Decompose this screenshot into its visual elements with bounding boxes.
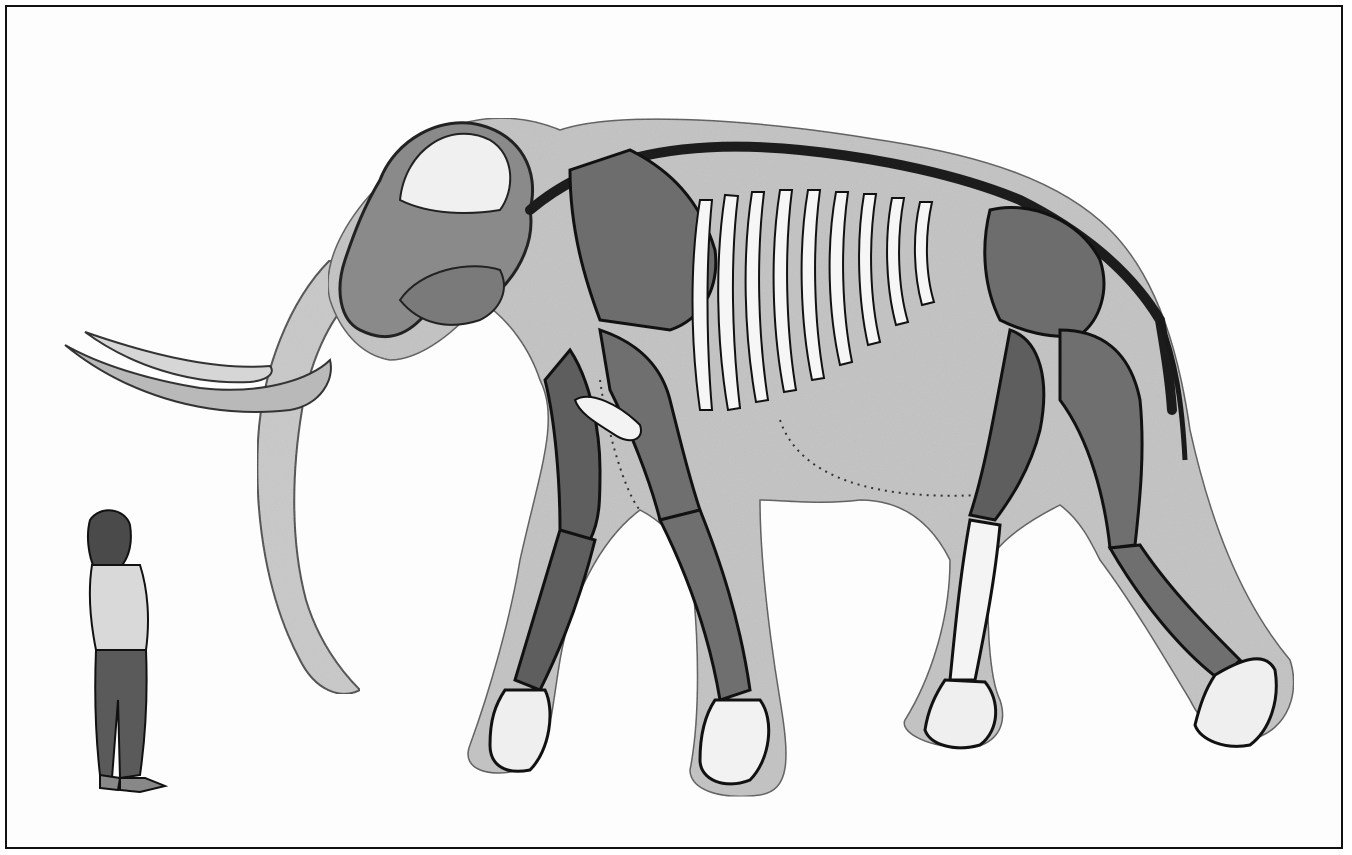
human-shoes <box>100 775 165 792</box>
human-legs <box>95 650 146 778</box>
human-torso <box>90 565 148 650</box>
human-hair <box>88 510 131 570</box>
human-figure-scale <box>88 510 165 792</box>
